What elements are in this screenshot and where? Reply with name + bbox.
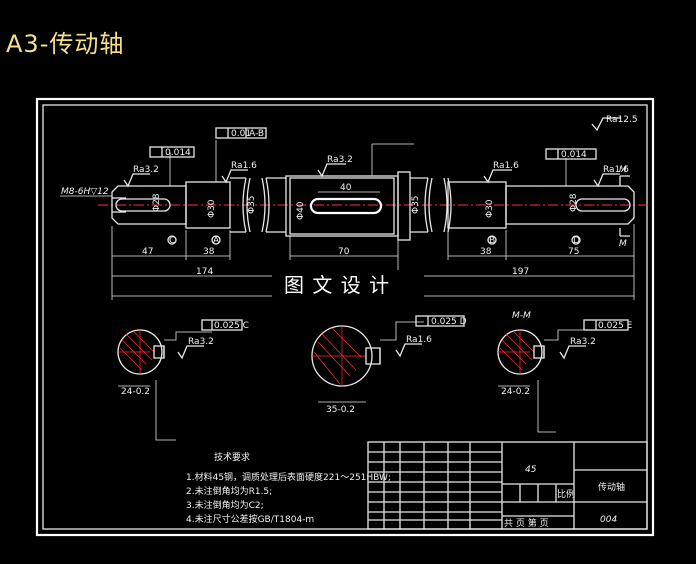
section-dim-center: 35-0.2 [326, 405, 355, 415]
tech-heading: 技术要求 [214, 451, 250, 463]
general-roughness-label: Ra12.5 [606, 115, 638, 125]
tech-item-3: 3.未注倒角均为C2; [186, 499, 264, 511]
dia-label-5: Φ35 [411, 195, 421, 214]
dim-174: 174 [196, 267, 213, 277]
dia-label-6: Φ30 [485, 199, 495, 218]
gdt-parallel-datum: A-B [249, 129, 264, 139]
section-dim-left: 24-0.2 [121, 387, 150, 397]
dia-label-1: Φ28 [152, 193, 162, 212]
watermark-text: 图 文 设 计 [284, 273, 390, 297]
roughness-1: Ra3.2 [133, 165, 159, 175]
general-roughness-symbol: Ra12.5 [591, 115, 638, 132]
dia-label-2: Φ30 [207, 199, 217, 218]
gdt-sym-e: 0.025 E [598, 321, 633, 331]
datum-markers: C A B D [167, 235, 581, 246]
dia-label-7: Φ28 [569, 193, 579, 212]
title-scale-label: 比例 [557, 488, 575, 500]
gdt-runout-b: 0.014 [561, 150, 587, 160]
thread-callout: M8-6H▽12 [60, 187, 112, 197]
datum-mark-b: B [489, 236, 495, 246]
section-dim-right: 24-0.2 [501, 387, 530, 397]
roughness-6: Ra3.2 [188, 337, 214, 347]
gdt-sym-c: 0.025 C [214, 321, 249, 331]
shaft-main-view [98, 171, 650, 241]
title-bottom-note: 共 页 第 页 [504, 517, 549, 529]
datum-mark-d: D [573, 236, 580, 246]
gdt-parallel-val: 0.01 [231, 129, 251, 139]
datum-mark-c: C [169, 236, 175, 246]
title-block: 45 传动轴 004 比例 共 页 第 页 [367, 441, 648, 530]
gdt-frames: 0.014 0.01 A-B 0.014 [149, 127, 597, 186]
roughness-7: Ra1.6 [406, 335, 432, 345]
title-material: 45 [525, 465, 537, 475]
section-cut-marker: M M [619, 165, 630, 249]
roughness-8: Ra3.2 [570, 337, 596, 347]
roughness-5: Ra1.6 [603, 165, 629, 175]
drawing-border-inner [42, 104, 648, 530]
technical-requirements: 技术要求 1.材料45钢，调质处理后表面硬度221～251HBW; 2.未注倒角… [186, 451, 391, 525]
section-view-left: 0.025 C Ra3.2 24-0.2 [117, 319, 249, 441]
dim-75: 75 [568, 247, 579, 257]
dim-38b: 38 [480, 247, 492, 257]
dim-38a: 38 [203, 247, 215, 257]
section-view-right: M-M 0.025 E Ra3.2 24-0.2 [497, 311, 633, 433]
dia-label-3: Φ35 [247, 195, 257, 214]
dim-47: 47 [142, 247, 153, 257]
dia-label-4: Φ40 [296, 201, 306, 220]
dim-40: 40 [340, 183, 352, 193]
roughness-4: Ra1.6 [493, 161, 519, 171]
page-title: A3-传动轴 [6, 30, 125, 58]
gdt-sym-d: 0.025 D [431, 317, 467, 327]
dim-197: 197 [512, 267, 529, 277]
roughness-2: Ra1.6 [231, 161, 257, 171]
datum-mark-a: A [213, 236, 220, 246]
gdt-runout-a: 0.014 [165, 148, 191, 158]
thread-label: M8-6H▽12 [61, 187, 109, 197]
roughness-marks: Ra3.2 Ra1.6 Ra3.2 Ra1.6 Ra1.6 [123, 143, 629, 188]
tech-item-4: 4.未注尺寸公差按GB/T1804-m [186, 513, 314, 525]
section-marker-bottom: M [619, 239, 627, 249]
tech-item-2: 2.未注倒角均为R1.5; [186, 485, 272, 497]
section-marker-top: M [619, 165, 627, 175]
drawing-border-outer [35, 97, 655, 537]
diameter-labels: Φ28 Φ30 Φ35 Φ40 Φ35 Φ30 Φ28 [152, 193, 579, 220]
title-part-name: 传动轴 [598, 481, 625, 493]
tech-item-1: 1.材料45钢，调质处理后表面硬度221～251HBW; [186, 471, 391, 483]
section-label: M-M [512, 311, 531, 321]
roughness-3: Ra3.2 [327, 155, 353, 165]
dim-70: 70 [338, 247, 350, 257]
section-view-center: 0.025 D Ra1.6 35-0.2 [311, 315, 467, 415]
title-drawing-no: 004 [600, 515, 617, 525]
